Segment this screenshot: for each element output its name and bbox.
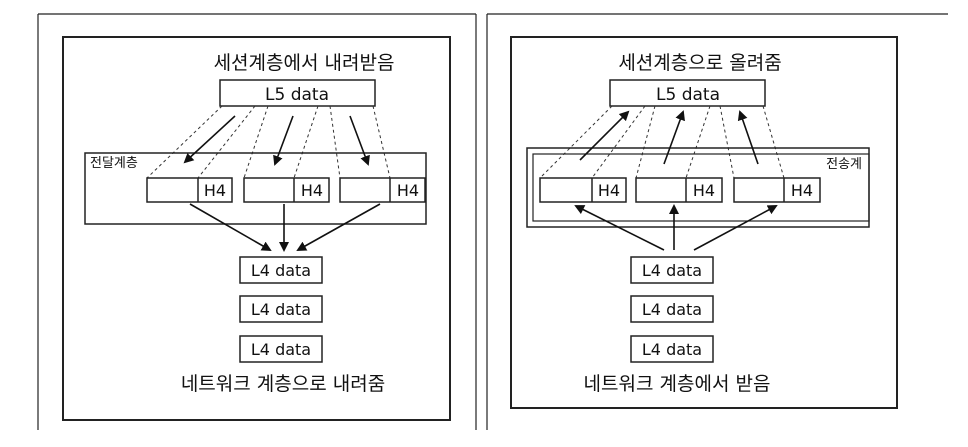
right-top-caption: 세션계층으로 올려줌 bbox=[618, 52, 781, 74]
left-l4-box-3 bbox=[239, 335, 323, 363]
left-layer-label: 전달계층 bbox=[90, 156, 138, 171]
left-segment-1-header: H4 bbox=[204, 181, 226, 200]
left-dashed-guides bbox=[146, 105, 391, 179]
right-l4-label-3: L4 data bbox=[642, 340, 702, 359]
left-l5-box bbox=[219, 79, 376, 107]
right-l4-label-2: L4 data bbox=[642, 300, 702, 319]
left-l4-label-3: L4 data bbox=[251, 340, 311, 359]
right-transport-layer-inner bbox=[532, 153, 870, 222]
left-l4-label-2: L4 data bbox=[251, 300, 311, 319]
right-dashed-guides bbox=[539, 105, 785, 179]
right-l4-label-1: L4 data bbox=[642, 261, 702, 280]
left-arrows-to-l4 bbox=[189, 203, 381, 252]
right-l5-box bbox=[609, 79, 766, 107]
right-segment-3-header: H4 bbox=[791, 181, 813, 200]
right-l4-box-2 bbox=[630, 295, 714, 323]
right-segment-1: H4 bbox=[539, 177, 627, 203]
left-inner-frame bbox=[62, 36, 451, 421]
left-arrows-down bbox=[183, 115, 370, 166]
right-segment-1-header: H4 bbox=[598, 181, 620, 200]
left-l4-box-1 bbox=[239, 256, 323, 284]
left-bottom-caption: 네트워크 계층으로 내려줌 bbox=[181, 373, 385, 395]
right-l4-box-3 bbox=[630, 335, 714, 363]
right-inner-frame bbox=[510, 36, 898, 409]
right-arrows-up bbox=[579, 110, 759, 165]
left-segment-3: H4 bbox=[339, 177, 426, 203]
right-segment-2-header: H4 bbox=[693, 181, 715, 200]
right-arrows-from-l4 bbox=[574, 204, 778, 251]
left-segment-2-header: H4 bbox=[301, 181, 323, 200]
left-segment-3-header: H4 bbox=[397, 181, 419, 200]
right-bottom-caption: 네트워크 계층에서 받음 bbox=[584, 373, 771, 395]
left-panel: 세션계층에서 내려받음 L5 data 전달계층 H4 H4 bbox=[37, 13, 477, 430]
right-panel: 세션계층으로 올려줌 L5 data 전송계 H4 H4 bbox=[486, 13, 948, 430]
right-segment-2: H4 bbox=[635, 177, 723, 203]
left-segment-1: H4 bbox=[146, 177, 233, 203]
left-l4-label-1: L4 data bbox=[251, 261, 311, 280]
left-segment-2: H4 bbox=[243, 177, 330, 203]
right-l5-label: L5 data bbox=[656, 85, 720, 105]
left-l5-label: L5 data bbox=[265, 85, 329, 105]
right-segment-3: H4 bbox=[733, 177, 821, 203]
left-transport-layer-box bbox=[84, 152, 427, 225]
right-layer-label: 전송계 bbox=[826, 157, 862, 172]
right-l4-box-1 bbox=[630, 256, 714, 284]
left-top-caption: 세션계층에서 내려받음 bbox=[214, 52, 395, 74]
left-l4-box-2 bbox=[239, 295, 323, 323]
